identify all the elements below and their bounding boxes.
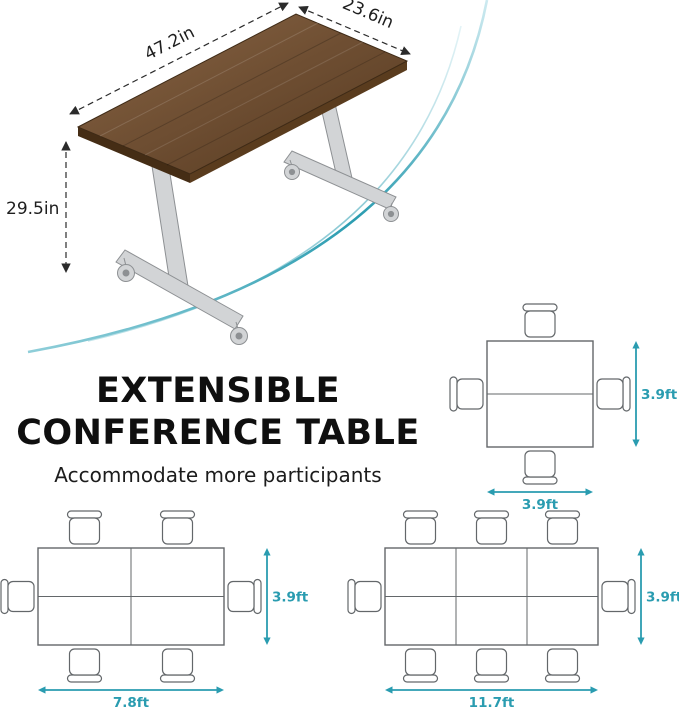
- height-dimension-label: 3.9ft: [641, 387, 678, 403]
- chair-top-view-icon: [601, 578, 636, 615]
- headline-line2: CONFERENCE TABLE: [16, 413, 420, 453]
- chair-top-view-icon: [227, 578, 262, 615]
- chair-top-view-icon: [449, 376, 484, 412]
- width-dimension-label: 11.7ft: [469, 695, 515, 710]
- height-dimension-label: 3.9ft: [646, 590, 679, 606]
- tabletop-edge: [190, 61, 407, 183]
- arc-inner: [87, 25, 462, 342]
- chair-top-view-icon: [596, 376, 631, 412]
- chair-top-view-icon: [402, 510, 439, 545]
- chair-top-view-icon: [66, 648, 103, 683]
- chair-top-view-icon: [473, 648, 510, 683]
- headline-line1: EXTENSIBLE: [95, 371, 341, 411]
- chair-top-view-icon: [347, 578, 382, 615]
- height-dimension-label: 3.9ft: [272, 590, 309, 606]
- chair-top-view-icon: [522, 303, 558, 338]
- depth-dimension-line: [298, 5, 411, 56]
- tabletop-edge: [78, 127, 190, 183]
- chair-top-view-icon: [402, 648, 439, 683]
- chair-top-view-icon: [66, 510, 103, 545]
- chair-top-view-icon: [0, 578, 35, 615]
- length-dimension-label: 47.2in: [141, 23, 198, 65]
- chair-top-view-icon: [544, 510, 581, 545]
- seating-diagram-rect-8: 3.9ft 11.7ft: [347, 510, 679, 710]
- length-dimension-line: [69, 2, 289, 115]
- chair-top-view-icon: [159, 648, 196, 683]
- arc-outer: [27, 0, 489, 354]
- chair-top-view-icon: [473, 510, 510, 545]
- table-front-leg: [115, 148, 248, 345]
- chair-top-view-icon: [522, 450, 558, 485]
- width-dimension-label: 3.9ft: [522, 497, 559, 513]
- seating-diagram-square-4: 3.9ft 3.9ft: [449, 303, 678, 513]
- seating-diagram-rect-6: 3.9ft 7.8ft: [0, 510, 309, 710]
- chair-top-view-icon: [544, 648, 581, 683]
- table-illustration: 47.2in 23.6in 29.5in: [6, 0, 411, 345]
- headline-block: EXTENSIBLE CONFERENCE TABLE Accommodate …: [0, 370, 436, 487]
- headline-subtitle: Accommodate more participants: [54, 463, 382, 487]
- height-dimension-label: 29.5in: [6, 199, 59, 219]
- width-dimension-label: 7.8ft: [113, 695, 150, 710]
- chair-top-view-icon: [159, 510, 196, 545]
